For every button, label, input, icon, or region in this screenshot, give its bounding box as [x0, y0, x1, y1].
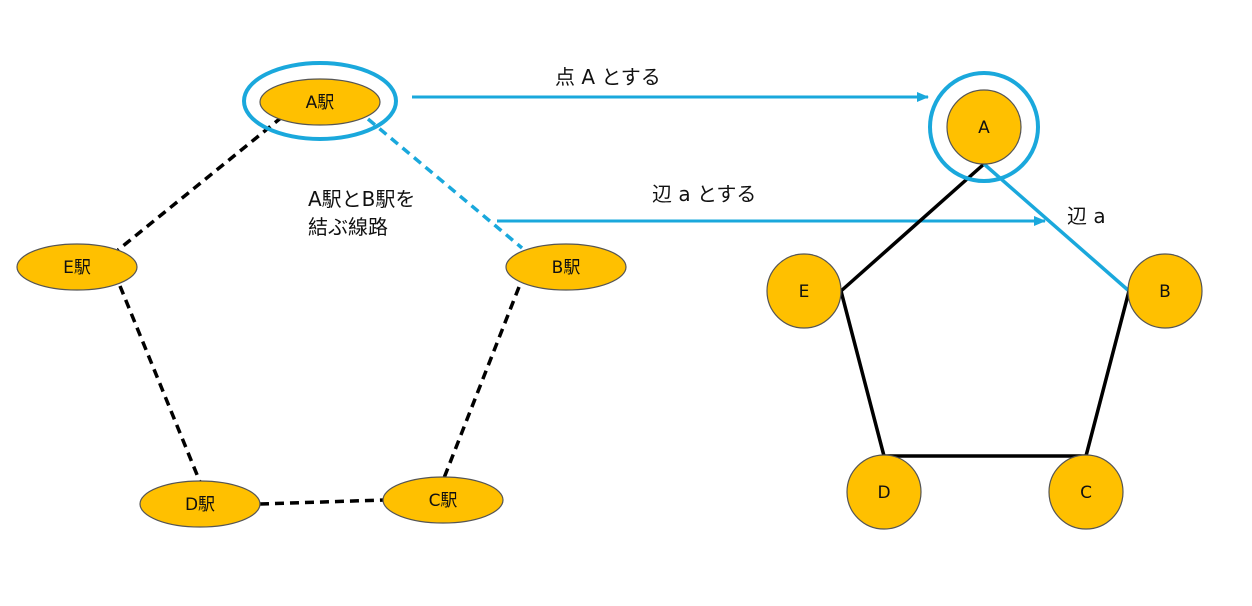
- track-note-line1: A駅とB駅を: [308, 187, 415, 211]
- station-a-highlight: [242, 61, 398, 141]
- vertex-d-label: D: [877, 483, 890, 503]
- edge-e-d: [839, 290, 886, 457]
- track-note-line2: 結ぶ線路: [308, 215, 388, 239]
- vertex-a-label: A: [978, 118, 990, 138]
- track-a-e: [116, 115, 284, 252]
- vertex-e: E: [766, 253, 842, 329]
- vertex-e-label: E: [799, 282, 810, 302]
- track-b-c: [442, 286, 521, 479]
- abstract-graph: A B C D E 辺 a: [766, 71, 1203, 530]
- edge-mapping-label: 辺 a とする: [652, 182, 756, 206]
- station-b-label: B駅: [552, 258, 581, 278]
- station-e: E駅: [16, 243, 138, 291]
- station-c: C駅: [382, 476, 504, 524]
- edge-a-name-label: 辺 a: [1067, 204, 1106, 228]
- vertex-a: A: [946, 89, 1022, 165]
- edge-b-c: [1084, 290, 1131, 457]
- edge-a-e: [839, 162, 986, 293]
- edge-a: [982, 162, 1131, 293]
- vertex-c-label: C: [1080, 483, 1092, 503]
- mapping-arrows: 点 A とする 辺 a とする: [412, 65, 1046, 226]
- station-c-label: C駅: [429, 491, 458, 511]
- vertex-c: C: [1048, 454, 1124, 530]
- station-b: B駅: [505, 243, 627, 291]
- railway-network: A駅 B駅 C駅 D駅 E駅 A駅とB駅を 結ぶ線路: [16, 61, 627, 528]
- vertex-d: D: [846, 454, 922, 530]
- track-d-c: [259, 498, 385, 506]
- station-d: D駅: [139, 480, 261, 528]
- station-a: A駅: [259, 78, 381, 126]
- track-a-b: [366, 117, 524, 250]
- track-e-d: [118, 285, 202, 483]
- vertex-b: B: [1127, 253, 1203, 329]
- vertex-b-label: B: [1159, 282, 1171, 302]
- point-a-highlight: [928, 71, 1040, 183]
- point-mapping-label: 点 A とする: [555, 65, 661, 89]
- station-e-label: E駅: [63, 258, 91, 278]
- station-a-label: A駅: [306, 93, 335, 113]
- station-d-label: D駅: [185, 495, 215, 515]
